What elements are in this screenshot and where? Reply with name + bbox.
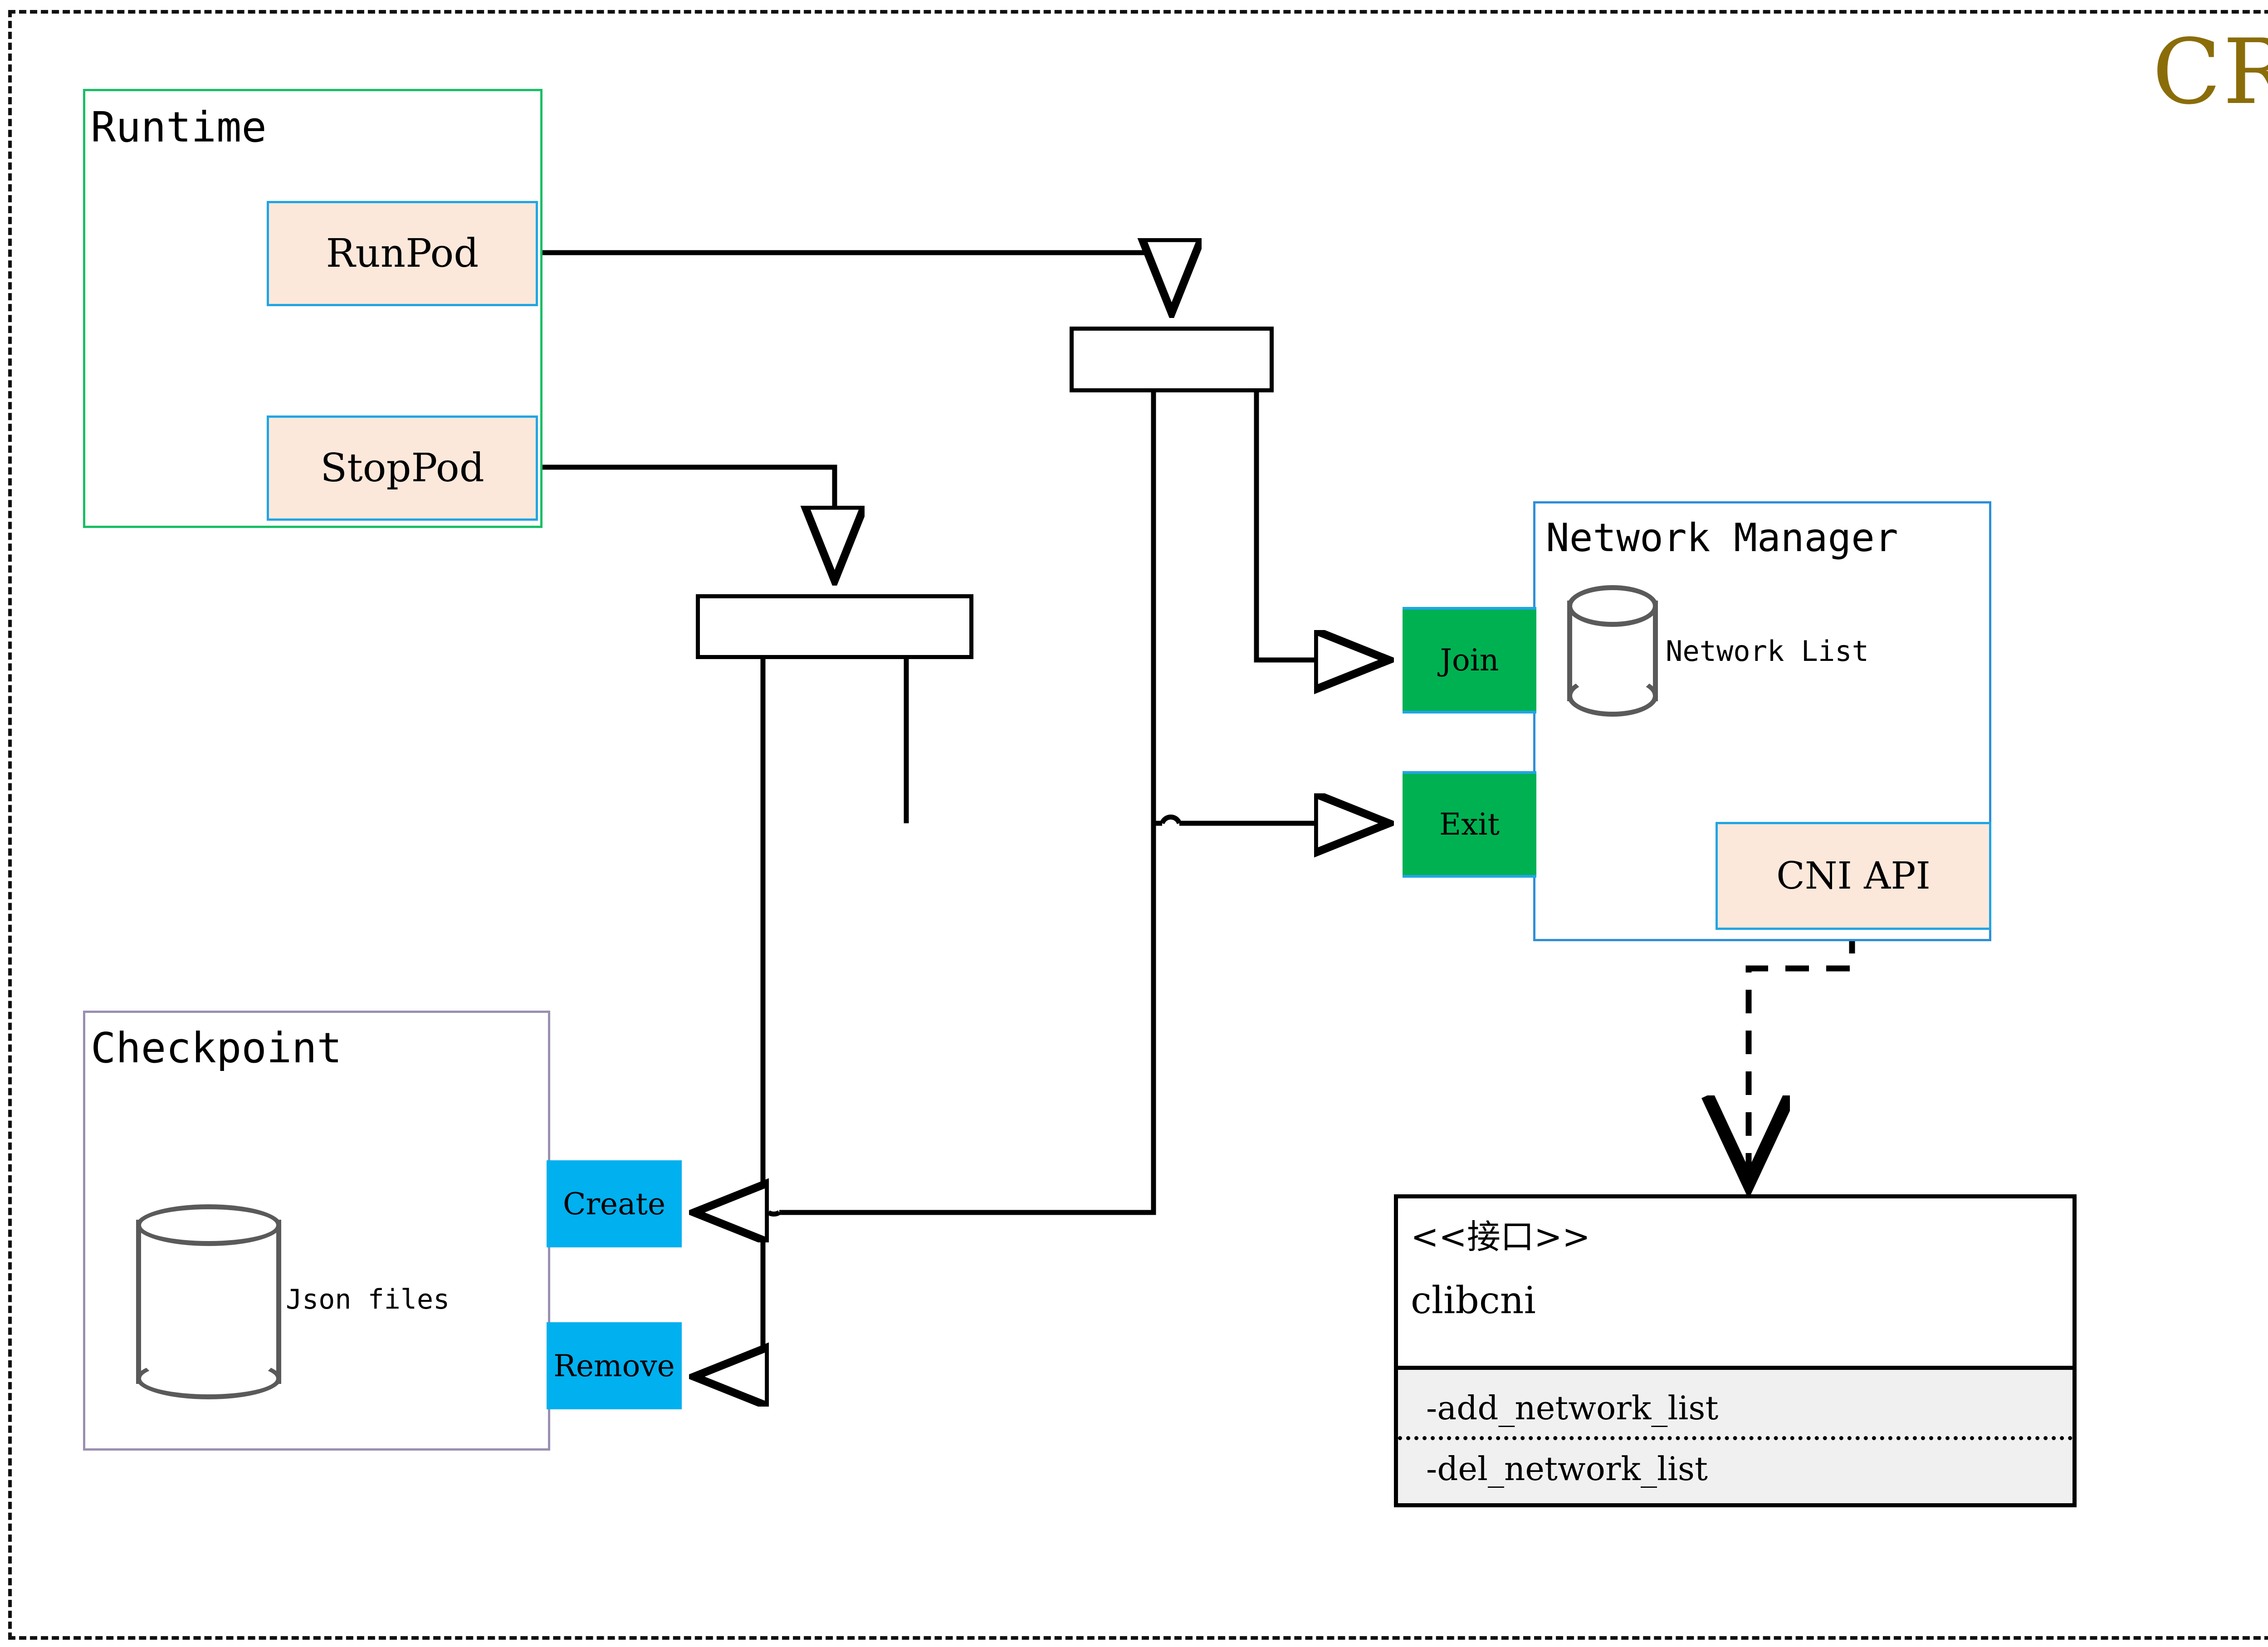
group-network-manager-title: Network Manager [1546, 515, 1898, 561]
node-join[interactable]: Join [1403, 607, 1536, 714]
database-label-json-files: Json files [286, 1284, 450, 1315]
database-cylinder-network-list [1567, 585, 1658, 717]
interface-operation: -add_network_list [1426, 1389, 1719, 1427]
interface-operations: -add_network_list -del_network_list [1398, 1370, 2072, 1503]
database-label-network-list: Network List [1666, 635, 1869, 668]
fork-junction-stoppod [696, 594, 973, 659]
fork-junction-runpod [1070, 327, 1274, 392]
group-checkpoint-title: Checkpoint [91, 1024, 342, 1072]
interface-stereotype: <<接口>> [1411, 1217, 1591, 1256]
interface-header: <<接口>> clibcni [1398, 1198, 2072, 1370]
diagram-outer-frame [8, 10, 2268, 1640]
operation-separator [1398, 1436, 2072, 1440]
node-create[interactable]: Create [547, 1160, 682, 1247]
interface-name: clibcni [1411, 1279, 1536, 1322]
diagram-title: CRI [2152, 20, 2268, 124]
node-remove[interactable]: Remove [547, 1322, 682, 1409]
cylinder-bottom [136, 1358, 281, 1399]
node-exit[interactable]: Exit [1403, 771, 1536, 878]
group-runtime-title: Runtime [91, 103, 267, 152]
cylinder-top [1567, 585, 1658, 627]
node-runpod[interactable]: RunPod [267, 201, 538, 306]
cylinder-body [136, 1220, 281, 1384]
interface-operation: -del_network_list [1426, 1450, 1708, 1488]
cylinder-bottom [1567, 675, 1658, 717]
interface-clibcni[interactable]: <<接口>> clibcni -add_network_list -del_ne… [1394, 1194, 2077, 1507]
node-stoppod[interactable]: StopPod [267, 415, 538, 521]
cylinder-top [136, 1204, 281, 1246]
node-cni-api[interactable]: CNI API [1716, 822, 1991, 930]
database-cylinder-json-files [136, 1204, 281, 1399]
